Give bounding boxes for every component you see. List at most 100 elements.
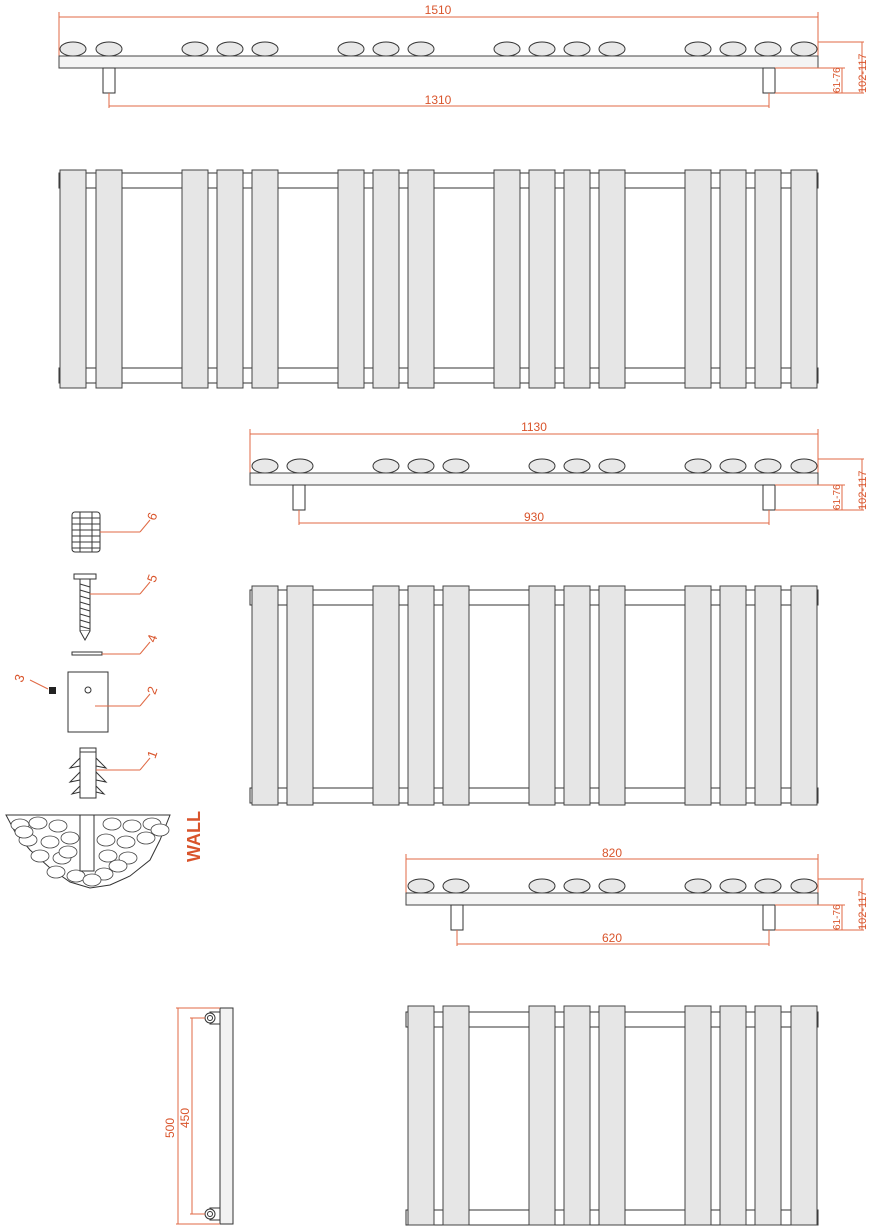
column-section xyxy=(216,41,244,57)
radiator-column xyxy=(407,1005,435,1226)
column-section xyxy=(790,41,818,57)
radiator-column xyxy=(251,169,279,389)
grub-screw-icon xyxy=(49,687,56,694)
radiator-column xyxy=(754,169,782,389)
column-section xyxy=(442,878,470,894)
side-height-label: 500 xyxy=(163,1118,177,1138)
radiator-column xyxy=(754,585,782,806)
radiator-column xyxy=(216,169,244,389)
stone xyxy=(28,816,48,830)
bracket-centers-label: 1310 xyxy=(425,93,452,107)
radiator-column xyxy=(563,169,591,389)
radiator-column xyxy=(372,169,400,389)
column-section xyxy=(719,41,747,57)
overall-width-label: 1510 xyxy=(425,3,452,17)
radiator-column xyxy=(286,585,314,806)
washer-icon xyxy=(71,651,103,656)
column-section xyxy=(493,41,521,57)
callout-3: 3 xyxy=(11,672,28,684)
column-section xyxy=(407,458,435,474)
radiator-column xyxy=(442,1005,470,1226)
projection-large-label: 102-117 xyxy=(857,53,869,93)
column-section xyxy=(442,458,470,474)
column-section xyxy=(528,458,556,474)
radiator-column xyxy=(337,169,365,389)
column-section xyxy=(790,458,818,474)
stone xyxy=(98,849,118,863)
radiator-column xyxy=(407,169,435,389)
column-section xyxy=(754,878,782,894)
stone xyxy=(46,865,66,879)
radiator-column xyxy=(493,169,521,389)
radiator-column xyxy=(684,585,712,806)
stone xyxy=(66,869,86,883)
radiator-column xyxy=(95,169,123,389)
radiator-column xyxy=(719,169,747,389)
stone xyxy=(14,825,34,839)
stone xyxy=(30,849,50,863)
side-view: 500 450 xyxy=(163,1007,234,1225)
callout-4: 4 xyxy=(144,632,161,644)
column-section xyxy=(95,41,123,57)
radiator-column xyxy=(251,585,279,806)
callout-5: 5 xyxy=(144,572,161,584)
radiator-column xyxy=(442,585,470,806)
side-centers-label: 450 xyxy=(178,1108,192,1128)
column-section xyxy=(684,878,712,894)
column-section xyxy=(337,41,365,57)
front-view-1510 xyxy=(58,169,819,389)
column-section xyxy=(181,41,209,57)
radiator-column xyxy=(719,585,747,806)
stone xyxy=(58,845,78,859)
stone xyxy=(108,859,128,873)
screw-icon xyxy=(73,573,97,642)
radiator-column xyxy=(790,585,818,806)
radiator-column xyxy=(598,169,626,389)
column-section xyxy=(684,41,712,57)
bracket-centers-label: 930 xyxy=(524,510,544,524)
projection-small-label: 61-76 xyxy=(832,904,843,930)
radiator-column xyxy=(407,585,435,806)
column-section xyxy=(598,41,626,57)
radiator-column xyxy=(528,169,556,389)
radiator-column xyxy=(684,169,712,389)
column-section xyxy=(59,41,87,57)
projection-large-label: 102-117 xyxy=(857,470,869,510)
column-section xyxy=(719,458,747,474)
callout-1: 1 xyxy=(144,748,161,760)
overall-width-label: 1130 xyxy=(521,420,547,434)
projection-small-label: 61-76 xyxy=(832,67,843,93)
callout-2: 2 xyxy=(144,684,161,696)
column-section xyxy=(598,878,626,894)
radiator-column xyxy=(598,585,626,806)
column-section xyxy=(372,41,400,57)
radiator-column xyxy=(372,585,400,806)
radiator-column xyxy=(181,169,209,389)
cap-icon xyxy=(71,511,101,553)
stone xyxy=(150,823,170,837)
radiator-column xyxy=(528,1005,556,1226)
column-section xyxy=(719,878,747,894)
projection-large-label: 102-117 xyxy=(857,890,869,930)
top-view-1510: 1510 1310 61-76 102-117 xyxy=(58,3,869,108)
fixing-kit: 6 5 4 3 2 xyxy=(5,510,204,889)
column-section xyxy=(372,458,400,474)
wall-section xyxy=(5,814,171,889)
radiator-column xyxy=(563,585,591,806)
front-view-820 xyxy=(405,1005,819,1226)
column-section xyxy=(528,878,556,894)
stone xyxy=(96,833,116,847)
bracket-plate-icon xyxy=(67,671,109,733)
column-section xyxy=(407,41,435,57)
radiator-column xyxy=(598,1005,626,1226)
stone xyxy=(82,873,102,887)
column-section xyxy=(563,878,591,894)
column-section xyxy=(251,41,279,57)
column-section xyxy=(754,41,782,57)
column-section xyxy=(563,458,591,474)
bracket-centers-label: 620 xyxy=(602,931,622,945)
stone xyxy=(60,831,80,845)
radiator-column xyxy=(790,1005,818,1226)
column-section xyxy=(563,41,591,57)
